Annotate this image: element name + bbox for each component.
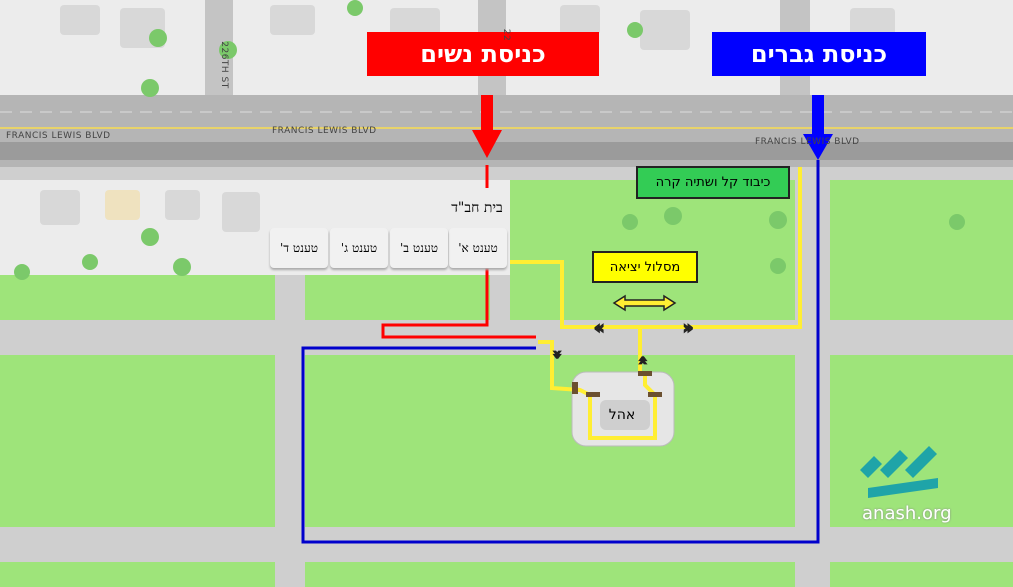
lawn bbox=[305, 275, 490, 320]
men-arrow-shaft bbox=[812, 95, 824, 135]
men-entrance-label: כניסת גברים bbox=[712, 32, 926, 76]
lawn bbox=[0, 355, 275, 527]
chevron-left-icon: « bbox=[594, 318, 604, 337]
lawn bbox=[830, 180, 1013, 320]
chevron-right-icon: » bbox=[683, 318, 693, 337]
exit-arrows: « » » » bbox=[548, 294, 694, 366]
chevron-up-icon: » bbox=[635, 356, 651, 365]
women-route bbox=[381, 165, 536, 339]
double-arrow-icon bbox=[612, 294, 677, 312]
men-arrow-icon bbox=[803, 134, 833, 160]
women-arrow-icon bbox=[472, 130, 502, 158]
anash-logo bbox=[860, 446, 938, 498]
exit-route-label: מסלול יציאה bbox=[592, 251, 698, 283]
street-label: FRANCIS LEWIS BLVD bbox=[755, 137, 860, 147]
refreshments-label: כיבוד קל ושתיה קרה bbox=[636, 166, 790, 199]
women-entrance-label: כניסת נשים bbox=[367, 32, 599, 76]
tent-b: טענט ב' bbox=[390, 228, 448, 268]
women-arrow-shaft bbox=[481, 95, 493, 131]
street-label: FRANCIS LEWIS BLVD bbox=[6, 131, 111, 141]
lawn bbox=[510, 180, 795, 320]
lawn bbox=[830, 562, 1013, 587]
lawn bbox=[830, 355, 1013, 527]
ohel-label: אהל bbox=[608, 407, 636, 423]
tent-a: טענט א' bbox=[449, 228, 507, 268]
tent-d: טענט ד' bbox=[270, 228, 328, 268]
chevron-down-icon: » bbox=[549, 350, 565, 359]
chabad-house-label: בית חב"ד bbox=[448, 188, 506, 228]
tent-c: טענט ג' bbox=[330, 228, 388, 268]
logo-text: anash.org bbox=[862, 503, 952, 524]
street-label: 22 bbox=[501, 28, 512, 42]
exit-route bbox=[510, 167, 802, 440]
trees bbox=[14, 0, 965, 280]
street-label: 226TH ST bbox=[218, 41, 229, 89]
street-label: FRANCIS LEWIS BLVD bbox=[272, 126, 377, 136]
ohel-structure bbox=[600, 400, 650, 430]
lawn bbox=[305, 562, 795, 587]
gates bbox=[572, 371, 662, 397]
lawn bbox=[0, 562, 275, 587]
men-route bbox=[301, 160, 820, 544]
hatched-lane bbox=[0, 142, 1013, 160]
lawn bbox=[0, 275, 275, 320]
